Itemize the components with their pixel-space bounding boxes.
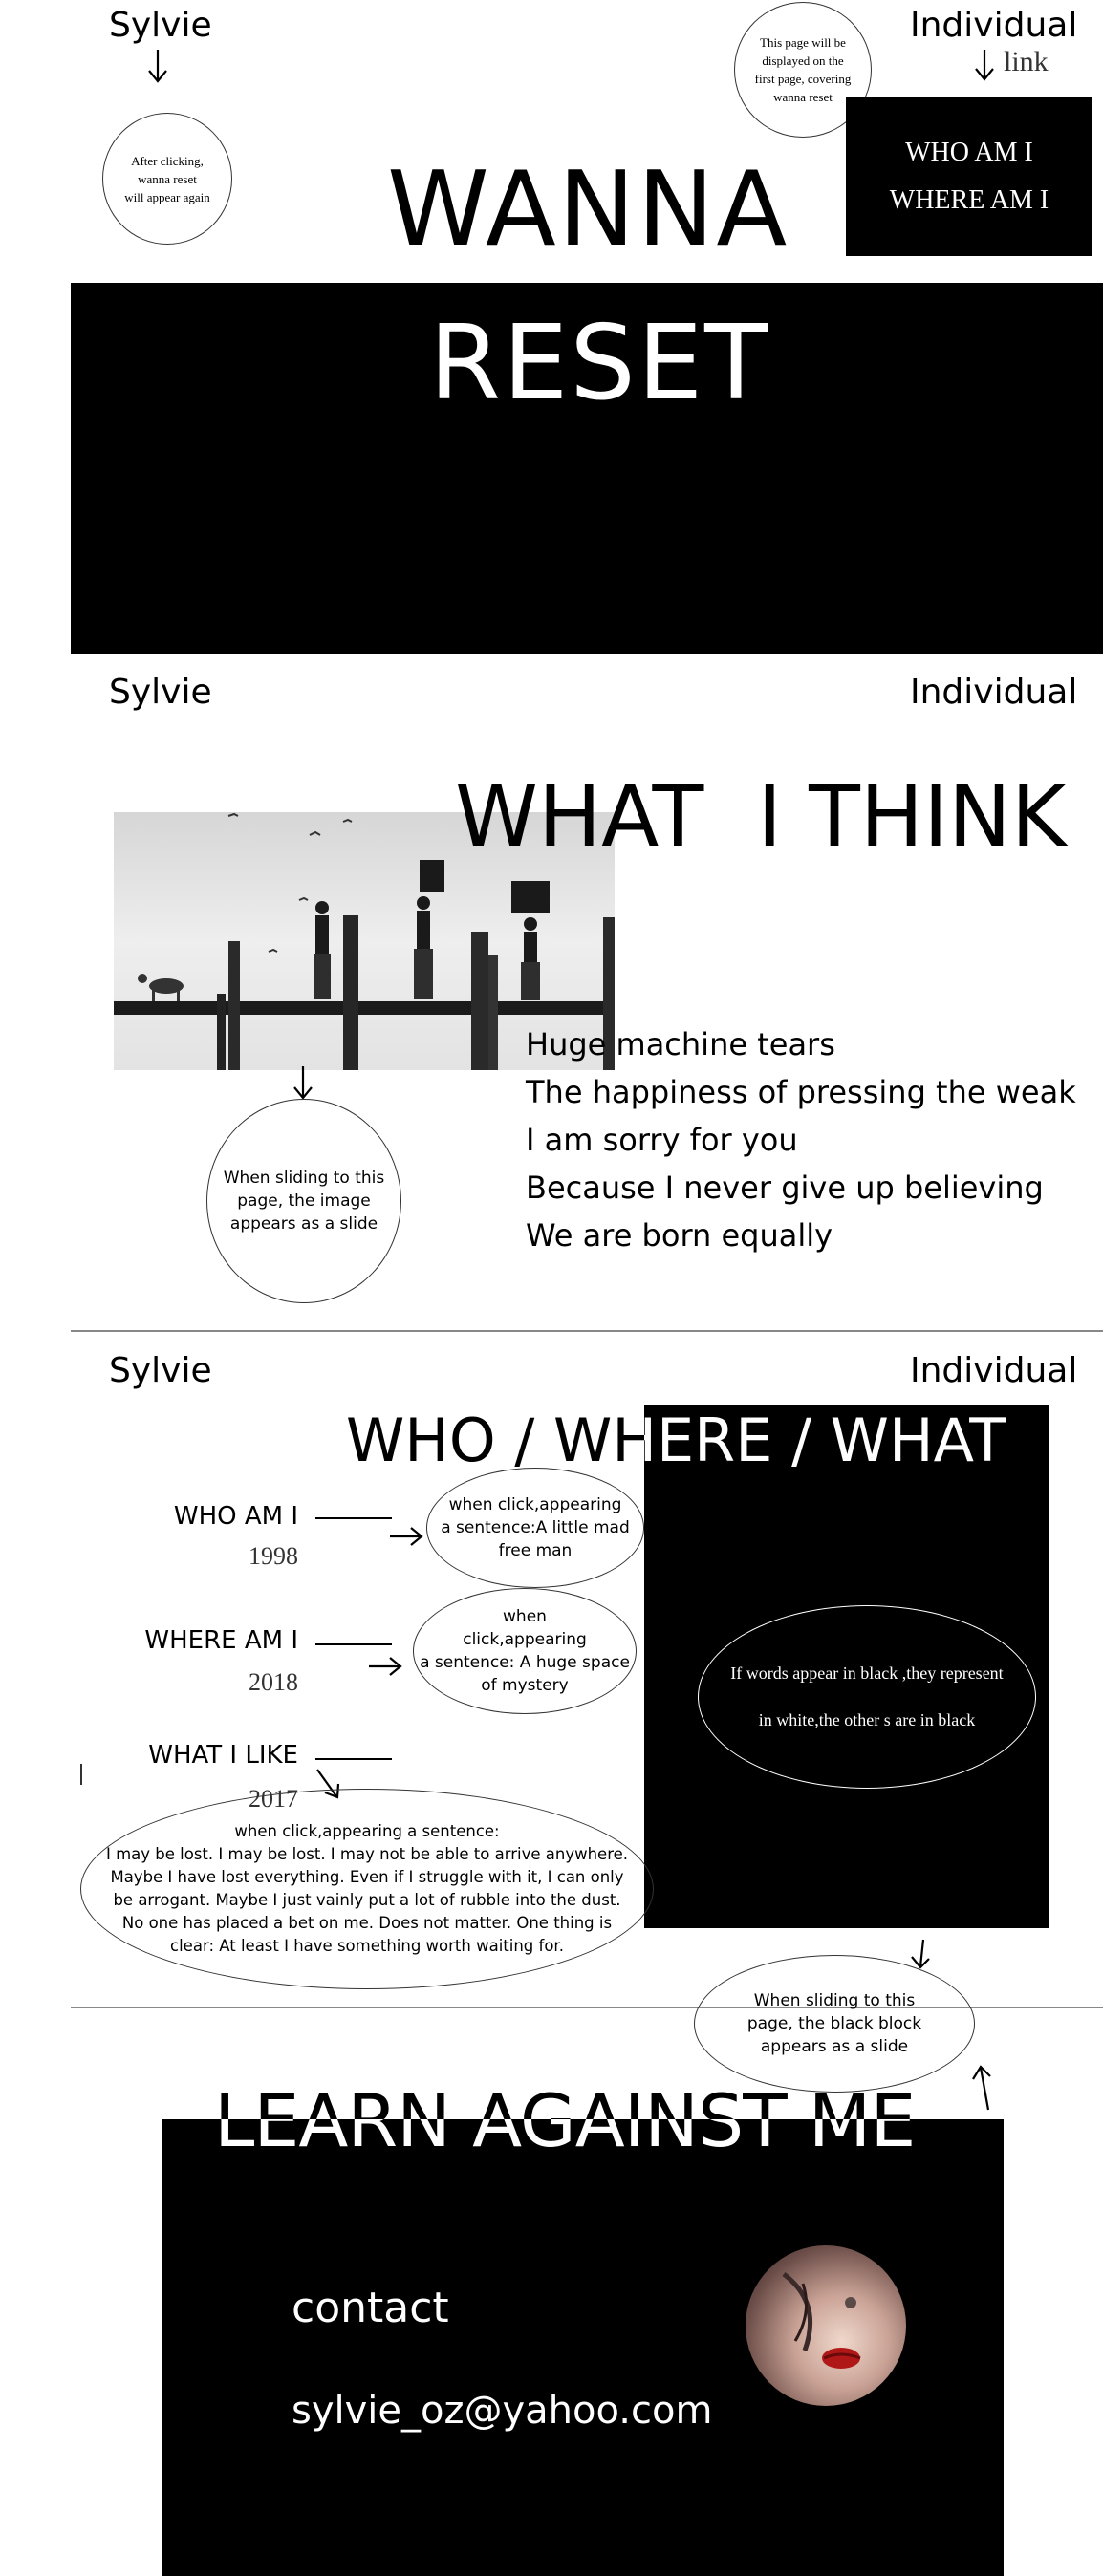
menu-who-am-i[interactable]: WHO AM I bbox=[173, 1502, 298, 1531]
annotation-after-click: After clicking, wanna reset will appear … bbox=[102, 113, 232, 245]
contact-label: contact bbox=[292, 2284, 449, 2332]
lyric-line: We are born equally bbox=[526, 1217, 833, 1254]
page2-heading: WHAT I THINK bbox=[455, 767, 1067, 866]
nav-individual[interactable]: Individual bbox=[910, 673, 1078, 712]
annotation-who-am-i: when click,appearing a sentence:A little… bbox=[426, 1468, 644, 1588]
bridge-illustration bbox=[114, 812, 615, 1070]
color-note-line: in white,the other s are in black bbox=[758, 1710, 976, 1729]
page3-heading: WHO / WHERE / WHAT bbox=[346, 1406, 1006, 1475]
page4-heading: LEARN AGAINST ME bbox=[214, 2078, 916, 2163]
year-label: 1998 bbox=[249, 1542, 298, 1570]
menu-who-am-i[interactable]: WHO AM I bbox=[905, 137, 1033, 167]
menu-what-i-like[interactable]: WHAT I LIKE bbox=[148, 1741, 298, 1770]
hero-title-bottom: RESET bbox=[429, 304, 770, 423]
portrait-avatar bbox=[746, 2245, 906, 2406]
connector-line bbox=[315, 1643, 392, 1645]
nav-individual[interactable]: Individual bbox=[910, 6, 1078, 45]
portrait-face-icon bbox=[782, 2272, 861, 2369]
hero-block bbox=[71, 283, 1103, 654]
lyric-line: Because I never give up believing bbox=[526, 1170, 1044, 1206]
brand-sylvie[interactable]: Sylvie bbox=[109, 6, 212, 45]
arrow-up-icon bbox=[972, 2065, 991, 2111]
lyric-line: The happiness of pressing the weak bbox=[526, 1074, 1076, 1110]
lyrics: Huge machine tears The happiness of pres… bbox=[526, 1020, 1076, 1259]
color-note-line: If words appear in black ,they represent bbox=[730, 1664, 1004, 1683]
nav-menu-box[interactable]: WHO AM I WHERE AM I bbox=[846, 97, 1092, 256]
arrow-down-icon bbox=[293, 1066, 313, 1100]
connector-line bbox=[315, 1758, 392, 1760]
menu-where-am-i[interactable]: WHERE AM I bbox=[889, 184, 1049, 215]
section-divider bbox=[71, 2007, 1103, 2008]
connector-line bbox=[315, 1517, 392, 1519]
annotation-block-slide: When sliding to this page, the black blo… bbox=[694, 1955, 975, 2093]
arrow-down-icon bbox=[975, 50, 994, 81]
arrow-right-icon bbox=[390, 1527, 423, 1546]
annotation-what-i-like: when click,appearing a sentence: I may b… bbox=[80, 1789, 654, 1989]
lyric-line: Huge machine tears bbox=[526, 1026, 835, 1063]
contact-email-link[interactable]: sylvie_oz@yahoo.com bbox=[292, 2389, 713, 2433]
arrow-down-icon bbox=[148, 50, 167, 83]
link-label: link bbox=[1004, 46, 1049, 77]
brand-sylvie[interactable]: Sylvie bbox=[109, 1351, 212, 1390]
nav-individual[interactable]: Individual bbox=[910, 1351, 1078, 1390]
hero-title-top: WANNA bbox=[387, 150, 789, 269]
cursor-mark bbox=[80, 1764, 82, 1785]
section-divider bbox=[71, 1330, 1103, 1332]
annotation-image-slide: When sliding to this page, the image app… bbox=[206, 1099, 401, 1303]
annotation-colors: If words appear in black ,they represent… bbox=[698, 1605, 1036, 1789]
year-label: 2018 bbox=[249, 1668, 298, 1696]
annotation-where-am-i: when click,appearing a sentence: A huge … bbox=[413, 1588, 637, 1714]
brand-sylvie[interactable]: Sylvie bbox=[109, 673, 212, 712]
arrow-down-icon bbox=[911, 1939, 930, 1969]
annotation-first-page: This page will be displayed on the first… bbox=[734, 2, 872, 138]
menu-where-am-i[interactable]: WHERE AM I bbox=[144, 1626, 298, 1655]
bridge-photo bbox=[114, 812, 615, 1070]
lyric-line: I am sorry for you bbox=[526, 1122, 798, 1158]
arrow-right-icon bbox=[369, 1657, 402, 1676]
